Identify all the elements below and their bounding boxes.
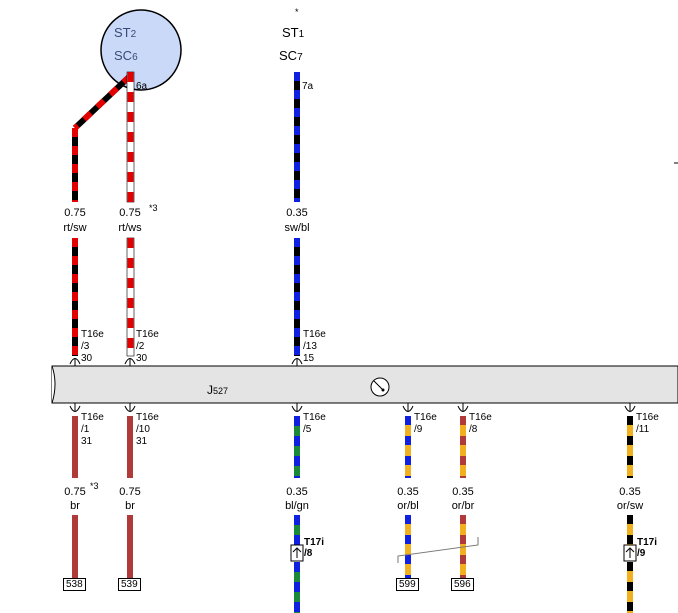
ref-box-538[interactable]: 538: [63, 578, 86, 591]
wire2-conn: T16e: [136, 329, 159, 340]
wire3-pin: /13: [303, 341, 317, 352]
b1-note: *3: [90, 481, 99, 491]
b4-pin: /9: [414, 424, 423, 435]
wire1-color: rt/sw: [63, 222, 87, 234]
b2-color: br: [125, 500, 135, 512]
b1-conn: T16e: [81, 412, 104, 423]
fuse-st2-circle[interactable]: [100, 9, 182, 91]
module-label: J527: [207, 383, 229, 397]
wire2-note: *3: [149, 203, 158, 213]
b5-color: or/br: [451, 500, 475, 512]
wire2-pin: /2: [136, 341, 145, 352]
b4-conn: T16e: [414, 412, 437, 423]
plug-t17i-8-icon: [290, 544, 304, 562]
b1-color: br: [70, 500, 80, 512]
b3-color: bl/gn: [285, 500, 309, 512]
b2-size: 0.75: [119, 486, 141, 498]
b3-plug-pin: /8: [304, 548, 313, 559]
b5-pin: /8: [469, 424, 478, 435]
wire2-color: rt/ws: [118, 222, 142, 234]
wire3-conn: T16e: [303, 329, 326, 340]
wire1-conn: T16e: [81, 329, 104, 340]
b1-pin: /1: [81, 424, 90, 435]
b3-size: 0.35: [286, 486, 308, 498]
fuse-st2-st-label: ST2: [114, 25, 137, 40]
module-j527[interactable]: [51, 365, 678, 404]
b2-term: 31: [136, 436, 148, 447]
wire3-size: 0.35: [286, 207, 308, 219]
b6-size: 0.35: [619, 486, 641, 498]
top-pin-markers: [69, 358, 303, 366]
bottom-pin-markers: [69, 403, 636, 412]
b3-plug: T17i: [304, 537, 325, 548]
wire1-term: 30: [81, 353, 93, 364]
b5-size: 0.35: [452, 486, 474, 498]
wire2-term: 30: [136, 353, 148, 364]
b1-size: 0.75: [64, 486, 86, 498]
b6-color: or/sw: [616, 500, 644, 512]
wire2-size: 0.75: [119, 207, 141, 219]
fuse-st2-sc-label: SC6: [114, 48, 138, 63]
wire3-term: 15: [303, 353, 315, 364]
wire-rt-ws[interactable]: [126, 71, 135, 357]
fuse-st1-terminal: 7a: [302, 81, 314, 92]
b2-pin: /10: [136, 424, 150, 435]
ref-box-599[interactable]: 599: [396, 578, 419, 591]
fuse-st1-marker: *: [295, 7, 299, 17]
clock-spring-icon: [370, 377, 390, 397]
b6-conn: T16e: [636, 412, 659, 423]
wire-rt-sw[interactable]: [72, 73, 133, 356]
b4-size: 0.35: [397, 486, 419, 498]
fuse-st1-sc-label: SC7: [279, 48, 303, 63]
b3-conn: T16e: [303, 412, 326, 423]
b3-pin: /5: [303, 424, 312, 435]
b1-term: 31: [81, 436, 93, 447]
plug-t17i-9-icon: [623, 544, 637, 562]
b6-pin: /11: [636, 424, 650, 435]
b6-plug: T17i: [637, 537, 658, 548]
fuse-st2-terminal: 6a: [136, 81, 148, 92]
wire3-color: sw/bl: [284, 222, 310, 234]
b4-color: or/bl: [397, 500, 419, 512]
ref-box-539[interactable]: 539: [118, 578, 141, 591]
ref-box-596[interactable]: 596: [451, 578, 474, 591]
shield-break-line: [397, 537, 479, 563]
fuse-st1-st-label: ST1: [282, 25, 305, 40]
wire1-pin: /3: [81, 341, 90, 352]
b6-plug-pin: /9: [637, 548, 646, 559]
wire1-size: 0.75: [64, 207, 86, 219]
b5-conn: T16e: [469, 412, 492, 423]
b2-conn: T16e: [136, 412, 159, 423]
